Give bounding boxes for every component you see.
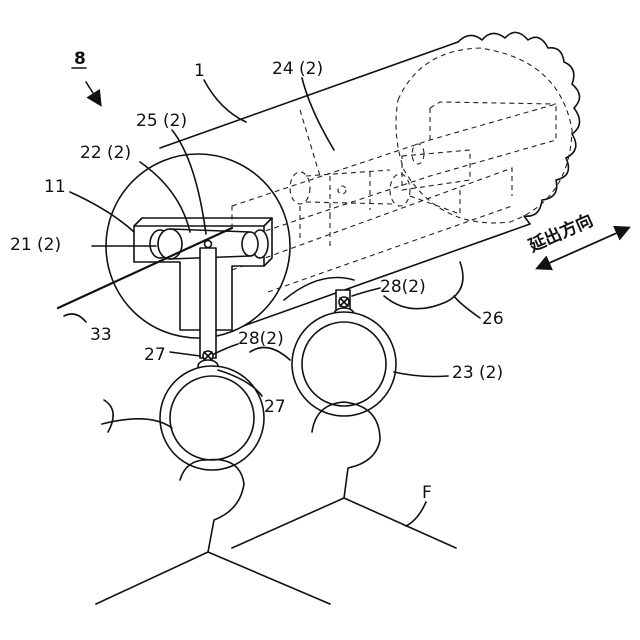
extension-direction-arrow: 延出方向 <box>525 210 628 268</box>
label-F: F <box>422 483 432 503</box>
label-21: 21 (2) <box>10 235 61 255</box>
label-11: 11 <box>44 177 66 197</box>
hanger-rear <box>292 290 396 416</box>
label-24: 24 (2) <box>272 59 323 79</box>
label-25: 25 (2) <box>136 111 187 131</box>
label-23: 23 (2) <box>452 363 503 383</box>
label-28-rear: 28(2) <box>380 277 426 297</box>
hanger-front <box>160 360 264 470</box>
label-22: 22 (2) <box>80 143 131 163</box>
label-33: 33 <box>90 325 112 345</box>
label-27-upper: 27 <box>144 345 166 365</box>
label-1: 1 <box>194 61 205 81</box>
label-28-front: 28(2) <box>238 329 284 349</box>
direction-label: 延出方向 <box>525 210 597 257</box>
label-27-lower: 27 <box>264 397 286 417</box>
label-26: 26 <box>482 309 504 329</box>
label-figure-8: 8 <box>74 49 86 69</box>
